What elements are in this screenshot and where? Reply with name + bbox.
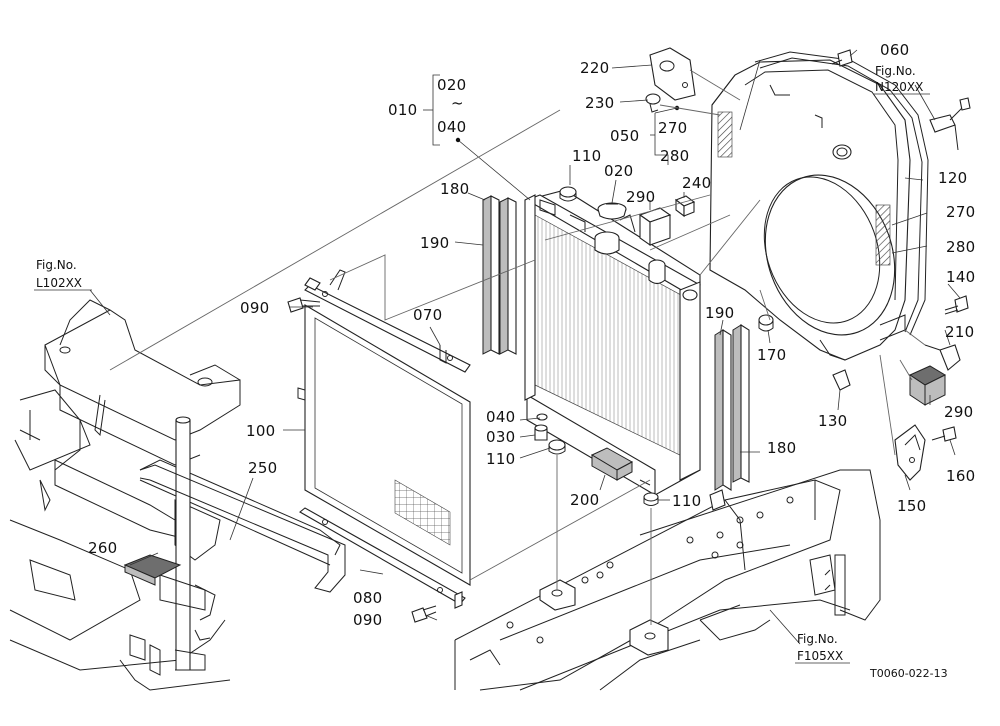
left-frame-structure (9, 299, 341, 691)
label-050: 050 (610, 127, 640, 145)
label-190-right: 190 (705, 304, 735, 322)
label-250: 250 (248, 459, 278, 477)
label-290-lower: 290 (944, 403, 974, 421)
label-040-plug: 040 (486, 408, 516, 426)
label-110-mid: 110 (486, 450, 516, 468)
leader-lines (89, 49, 961, 645)
part-230-bolt (645, 93, 661, 113)
drawing-id: T0060-022-13 (869, 667, 948, 680)
part-170-grommet (758, 314, 774, 332)
fig-ref-l102-title: Fig.No. (36, 258, 77, 272)
fig-ref-f105-code: F105XX (797, 649, 843, 663)
part-260-pad (123, 554, 182, 586)
label-280-upper: 280 (660, 147, 690, 165)
part-160-bolt (931, 426, 957, 442)
part-040-plug (536, 413, 548, 421)
label-270-right: 270 (946, 203, 976, 221)
label-080: 080 (353, 589, 383, 607)
part-130-clamp (832, 369, 851, 391)
label-020-group: 020 (437, 76, 467, 94)
part-070-bracket (304, 269, 471, 373)
part-110-washer-top (559, 186, 577, 202)
figure-reference-f105: Fig.No. F105XX (795, 632, 850, 664)
part-240-block (674, 195, 696, 218)
label-020-cap: 020 (604, 162, 634, 180)
part-190-strip-left (499, 197, 517, 355)
bottom-frame-structure (454, 469, 881, 691)
part-080-bracket (299, 507, 466, 609)
fig-ref-n120-code: N120XX (875, 80, 923, 94)
label-060: 060 (880, 41, 910, 59)
label-190-left: 190 (420, 234, 450, 252)
label-170: 170 (757, 346, 787, 364)
label-120: 120 (938, 169, 968, 187)
part-020-cap (597, 202, 627, 220)
label-030: 030 (486, 428, 516, 446)
label-090-lower: 090 (353, 611, 383, 629)
label-180-right: 180 (767, 439, 797, 457)
label-040-group: 040 (437, 118, 467, 136)
part-290-block-lower (908, 365, 947, 406)
fig-ref-n120-title: Fig.No. (875, 64, 916, 78)
label-240: 240 (682, 174, 712, 192)
label-150: 150 (897, 497, 927, 515)
label-090-upper: 090 (240, 299, 270, 317)
fig-ref-l102-code: L102XX (36, 276, 82, 290)
part-030-drain (534, 424, 548, 441)
part-010-radiator (524, 189, 701, 496)
part-100-screen (297, 304, 471, 586)
part-220-bracket (649, 47, 696, 101)
part-200-block (590, 447, 634, 481)
part-120-shroud (709, 59, 911, 361)
label-130: 130 (818, 412, 848, 430)
figure-reference-n120: Fig.No. N120XX (873, 64, 930, 95)
label-010: 010 (388, 101, 418, 119)
part-090-bolt-upper (287, 297, 321, 313)
label-200: 200 (570, 491, 600, 509)
label-180-left: 180 (440, 180, 470, 198)
part-labels: 010 020 ~ 040 220 230 270 050 280 110 02… (88, 41, 976, 629)
label-220: 220 (580, 59, 610, 77)
part-210-clip (924, 344, 961, 371)
label-230: 230 (585, 94, 615, 112)
label-110-top: 110 (572, 147, 602, 165)
fig-ref-f105-title: Fig.No. (797, 632, 838, 646)
part-180-strip-left (482, 195, 500, 355)
label-210: 210 (945, 323, 975, 341)
label-070: 070 (413, 306, 443, 324)
part-110-washer-mid (548, 439, 566, 455)
label-140: 140 (946, 268, 976, 286)
label-280-right: 280 (946, 238, 976, 256)
part-190-strip-right (714, 329, 732, 491)
part-180-strip-right (732, 324, 750, 483)
part-250-hose (139, 464, 346, 593)
part-150-bracket (894, 424, 926, 481)
label-160: 160 (946, 467, 976, 485)
part-090-bolt-lower (411, 605, 437, 623)
label-260: 260 (88, 539, 118, 557)
label-tilde: ~ (451, 94, 464, 112)
figure-reference-l102: Fig.No. L102XX (34, 258, 92, 291)
part-140-bolt (944, 295, 969, 315)
part-060-bolt (831, 49, 853, 67)
label-270-upper: 270 (658, 119, 688, 137)
part-hose-n120 (754, 51, 971, 336)
label-100: 100 (246, 422, 276, 440)
part-290-block-upper (638, 207, 672, 247)
label-110-low: 110 (672, 492, 702, 510)
label-290-upper: 290 (626, 188, 656, 206)
part-110-washer-low (643, 492, 659, 506)
